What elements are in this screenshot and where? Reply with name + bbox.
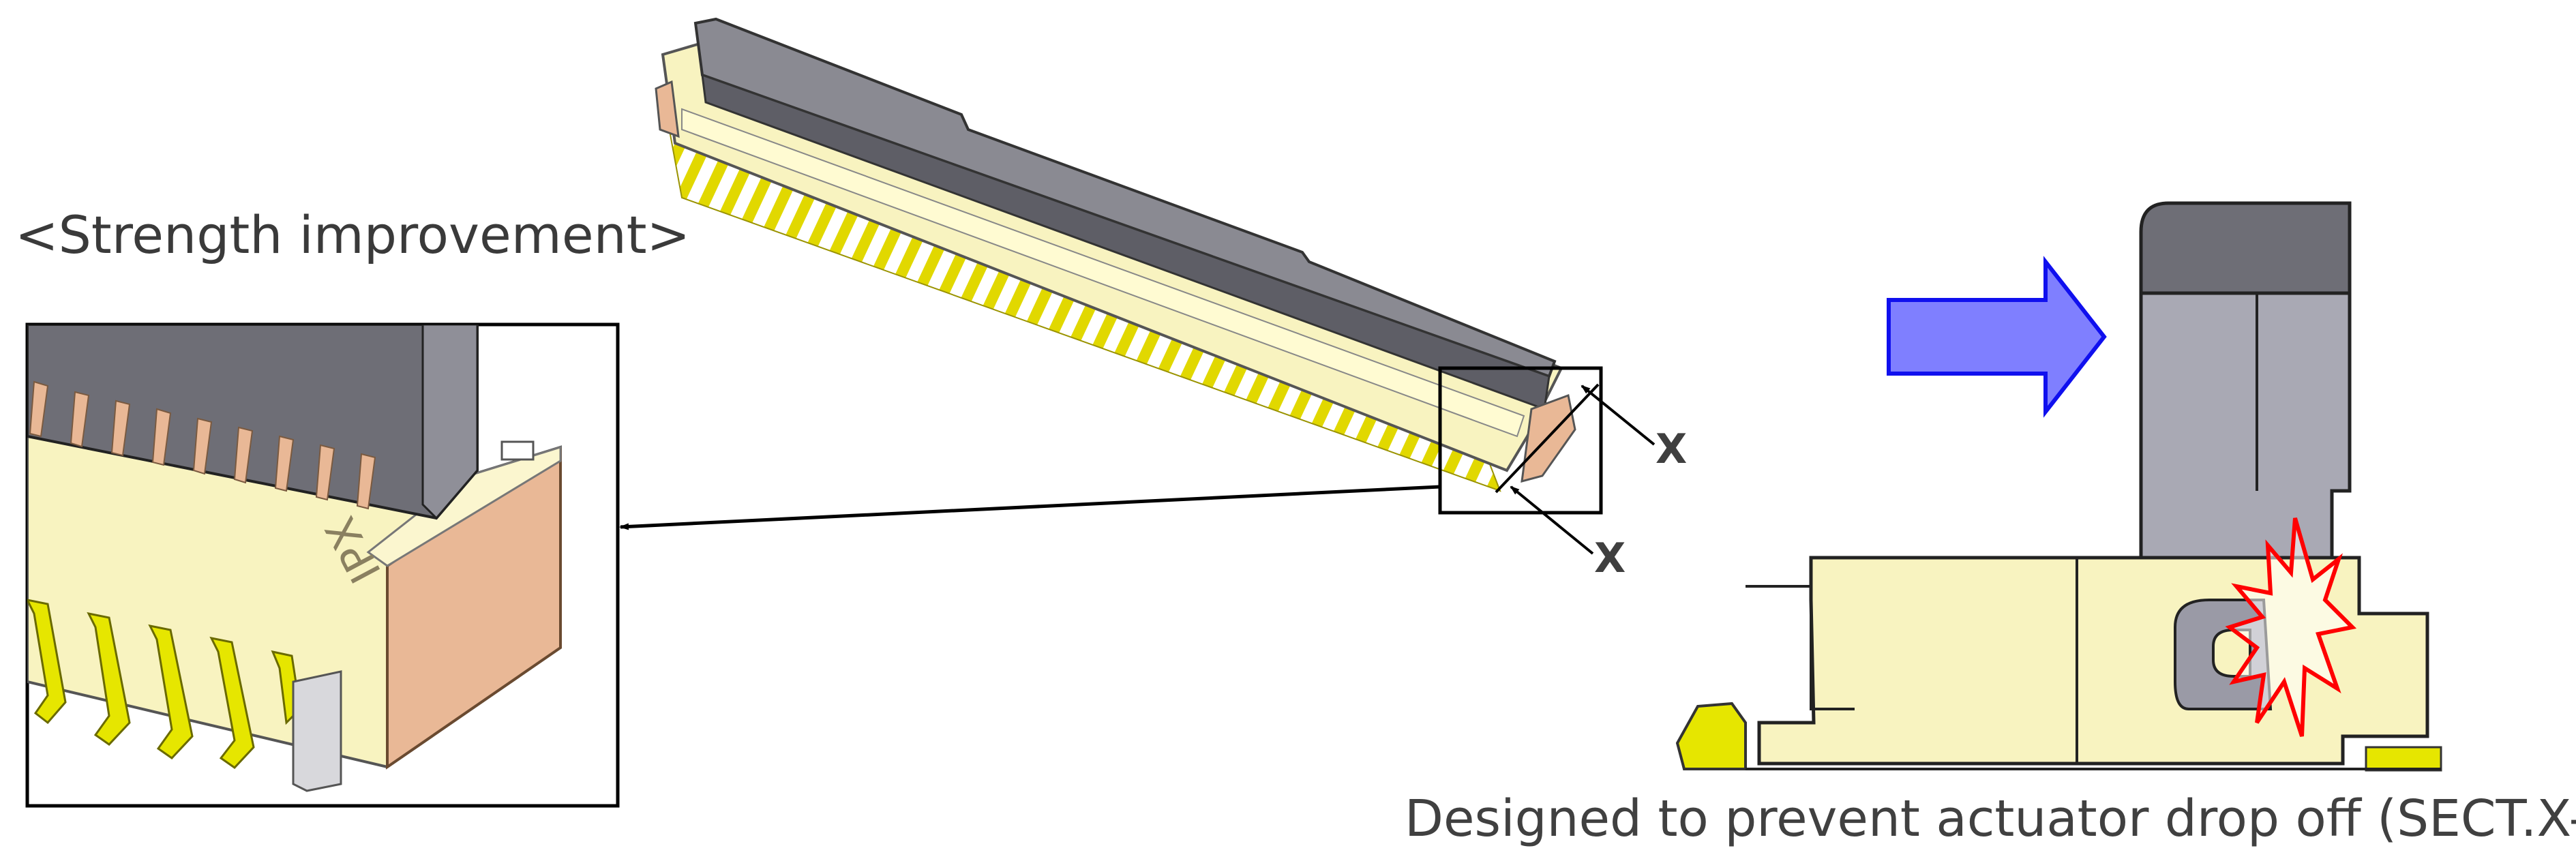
section-arrow-lower: [1510, 485, 1594, 555]
section-solder-right: [2365, 746, 2442, 772]
push-arrow-icon: [1887, 256, 2107, 418]
section-line: [1495, 383, 1600, 494]
detail-window: [500, 440, 535, 461]
left-end-fitting: [655, 80, 680, 138]
section-marker-upper: X: [1656, 425, 1688, 473]
connector-overview: [619, 17, 1656, 555]
section-actuator-top: [2139, 201, 2352, 295]
detail-upper-contacts: [29, 380, 376, 510]
cross-section: [1675, 201, 2442, 772]
detail-callout-box: [1438, 366, 1603, 515]
detail-view: [25, 322, 620, 808]
detail-end-top: [366, 445, 562, 567]
impact-starburst-icon: [2225, 517, 2357, 737]
strength-improvement-title: <Strength improvement>: [15, 205, 691, 265]
detail-actuator-edge: [421, 325, 479, 520]
section-solder-left: [1675, 702, 1747, 770]
section-arrow-upper: [1581, 385, 1656, 446]
section-caption: Designed to prevent actuator drop off (S…: [1405, 789, 2576, 848]
detail-metal-fitting: [292, 670, 342, 792]
housing-rail: [681, 108, 1525, 438]
detail-leader-arrow: [619, 485, 1441, 530]
section-marker-lower: X: [1594, 534, 1626, 582]
